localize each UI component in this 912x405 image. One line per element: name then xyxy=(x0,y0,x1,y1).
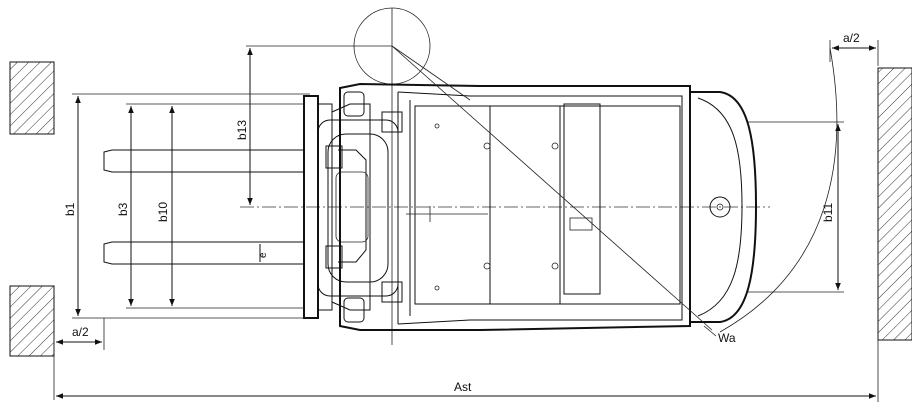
dimension-b3 xyxy=(126,103,304,309)
label-b1: b1 xyxy=(63,202,77,216)
mast-assembly xyxy=(317,119,399,297)
label-e: e xyxy=(258,252,269,258)
label-b13: b13 xyxy=(235,120,249,140)
dimension-a2-bottom xyxy=(53,318,105,400)
wheels xyxy=(343,91,403,323)
dimension-b11 xyxy=(748,121,844,293)
dimension-ast xyxy=(56,340,879,402)
label-b3: b3 xyxy=(116,202,130,216)
label-b11: b11 xyxy=(821,203,835,222)
label-ast: Ast xyxy=(454,380,472,394)
rack-block-bottom-left xyxy=(9,285,55,357)
turning-arc xyxy=(719,47,838,333)
label-a2-bottom: a/2 xyxy=(72,325,89,339)
fork-lower xyxy=(103,241,305,265)
rack-block-right xyxy=(877,67,912,341)
turning-radius-line-short xyxy=(391,45,471,101)
wa-leader xyxy=(703,325,717,337)
dimension-b1 xyxy=(72,93,310,319)
dimension-a2-top xyxy=(829,40,879,66)
fork-upper xyxy=(103,149,305,173)
label-wa: Wa xyxy=(718,331,736,345)
counterweight xyxy=(690,91,758,323)
rack-block-top-left xyxy=(9,61,55,135)
label-a2-top: a/2 xyxy=(843,31,860,45)
turning-radius-line xyxy=(391,45,713,331)
dimension-b13 xyxy=(246,45,392,205)
label-b10: b10 xyxy=(156,202,170,222)
